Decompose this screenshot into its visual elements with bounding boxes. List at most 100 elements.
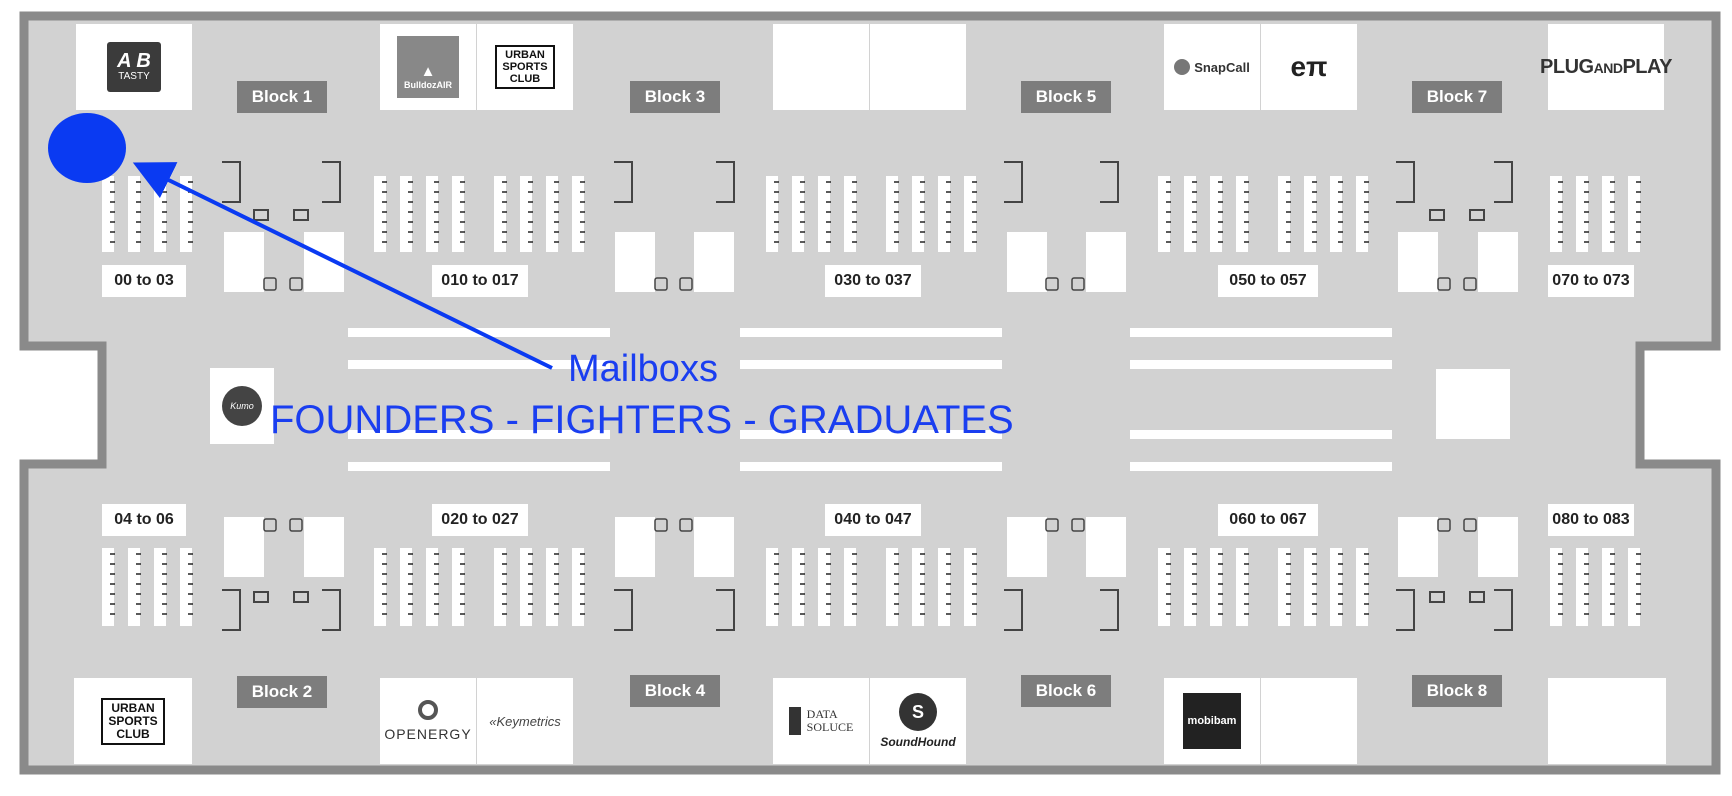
phone-booth <box>1007 517 1047 577</box>
desk-bench <box>1304 176 1316 252</box>
ab-tasty-logo-letters: A B <box>117 50 151 72</box>
desk-bench <box>374 176 386 252</box>
phone-booth <box>224 517 264 577</box>
chair-icon <box>1494 161 1513 203</box>
desk-bench <box>1550 548 1562 626</box>
room-openergy: OPENERGY <box>380 678 476 764</box>
desk-bench <box>374 548 386 626</box>
phone-booth <box>1086 517 1126 577</box>
corridor-stripe <box>348 430 610 439</box>
logo-line: URBAN <box>505 49 545 61</box>
desk-bench <box>1158 176 1170 252</box>
printer-icon <box>253 591 269 603</box>
keymetrics-text: Keymetrics <box>496 713 561 729</box>
corridor-stripe <box>348 462 610 471</box>
corridor-stripe <box>740 430 1002 439</box>
block-2-label: Block 2 <box>237 676 327 708</box>
desk-bench <box>1330 548 1342 626</box>
logo-word: AND <box>1593 59 1623 76</box>
desk-bench <box>792 176 804 252</box>
logo-word: PLAY <box>1622 55 1672 78</box>
desk-bench <box>1550 176 1562 252</box>
phone-booth <box>1478 517 1518 577</box>
chair-icon <box>614 161 633 203</box>
phone-icon <box>263 518 277 532</box>
printer-icon <box>253 209 269 221</box>
desk-bench <box>572 176 584 252</box>
room-ab-tasty: A B TASTY <box>76 24 192 110</box>
phone-icon <box>1071 277 1085 291</box>
phone-booth <box>224 232 264 292</box>
chair-icon <box>222 589 241 631</box>
chair-icon <box>1004 589 1023 631</box>
phone-booth <box>1398 517 1438 577</box>
desk-bench <box>494 548 506 626</box>
phone-booth <box>615 517 655 577</box>
printer-icon <box>1469 591 1485 603</box>
chair-icon <box>1100 161 1119 203</box>
logo-line: CLUB <box>509 73 541 85</box>
printer-icon <box>293 591 309 603</box>
phone-booth <box>304 517 344 577</box>
room-plug-and-play: PLUGANDPLAY <box>1540 24 1672 110</box>
desk-bench <box>102 176 114 252</box>
phone-icon <box>1071 518 1085 532</box>
bulldozair-text: BulldozAIR <box>404 80 452 90</box>
logo-line: DATA <box>806 707 838 721</box>
bulldozer-icon: ▲ <box>420 63 436 80</box>
desk-bench <box>818 176 830 252</box>
block-1-label: Block 1 <box>237 81 327 113</box>
kumo-logo: Kumo <box>222 386 262 426</box>
chair-icon <box>322 161 341 203</box>
desk-bench <box>964 548 976 626</box>
phone-icon <box>1437 518 1451 532</box>
desk-bench <box>1278 548 1290 626</box>
logo-word: PLUG <box>1540 55 1594 78</box>
desk-bench <box>886 176 898 252</box>
room-mobibam: mobibam <box>1164 678 1260 764</box>
block-6-label: Block 6 <box>1021 675 1111 707</box>
desk-bench <box>1576 176 1588 252</box>
keymetrics-logo: «Keymetrics <box>489 713 561 729</box>
urban-sports-logo-bottom: URBAN SPORTS CLUB <box>101 697 165 745</box>
phone-booth <box>1398 232 1438 292</box>
block-5-label: Block 5 <box>1021 81 1111 113</box>
desk-bench <box>520 176 532 252</box>
plug-and-play-logo: PLUGANDPLAY <box>1540 56 1672 79</box>
printer-icon <box>1469 209 1485 221</box>
desk-bench <box>426 548 438 626</box>
desk-bench <box>520 548 532 626</box>
desk-range-label: 010 to 017 <box>432 265 528 297</box>
mailbox-marker[interactable] <box>48 113 126 183</box>
chair-icon <box>716 589 735 631</box>
room-small-middle <box>1436 369 1510 439</box>
desk-bench <box>886 548 898 626</box>
desk-bench <box>1236 548 1248 626</box>
desk-bench <box>1602 548 1614 626</box>
desk-range-label: 020 to 027 <box>432 504 528 536</box>
room-data-soluce: DATA SOLUCE <box>773 678 869 764</box>
room-bulldozair: ▲ BulldozAIR <box>380 24 476 110</box>
desk-bench <box>964 176 976 252</box>
block-3-label: Block 3 <box>630 81 720 113</box>
desk-range-label: 080 to 083 <box>1548 504 1634 536</box>
desk-bench <box>180 548 192 626</box>
bulldozair-logo: ▲ BulldozAIR <box>397 36 459 98</box>
e-logo-text: eπ <box>1290 51 1328 82</box>
desk-range-label: 04 to 06 <box>102 504 186 536</box>
snapcall-text: SnapCall <box>1194 59 1250 75</box>
phone-booth <box>615 232 655 292</box>
desk-bench <box>1576 548 1588 626</box>
corridor-stripe <box>348 360 610 369</box>
logo-line: URBAN <box>111 700 155 715</box>
desk-bench <box>1184 548 1196 626</box>
desk-bench <box>1236 176 1248 252</box>
desk-bench <box>102 548 114 626</box>
desk-bench <box>912 548 924 626</box>
phone-icon <box>1045 277 1059 291</box>
room-urban-sports-bottom: URBAN SPORTS CLUB <box>74 678 192 764</box>
printer-icon <box>1429 209 1445 221</box>
urban-sports-logo-top: URBAN SPORTS CLUB <box>495 45 555 89</box>
